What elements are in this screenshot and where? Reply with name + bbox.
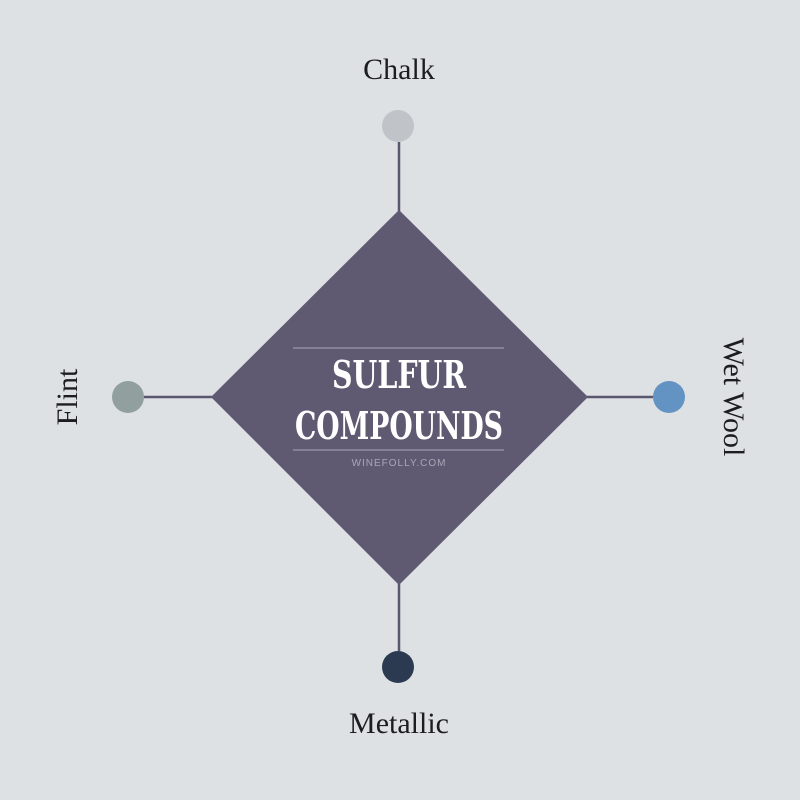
connectors bbox=[144, 142, 653, 651]
node-metallic-dot bbox=[382, 651, 414, 683]
node-flint-dot bbox=[112, 381, 144, 413]
label-wet-wool: Wet Wool bbox=[717, 338, 750, 457]
label-metallic: Metallic bbox=[349, 707, 449, 740]
node-chalk-dot bbox=[382, 110, 414, 142]
node-wet-wool-dot bbox=[653, 381, 685, 413]
label-flint: Flint bbox=[51, 368, 84, 425]
label-chalk: Chalk bbox=[363, 53, 435, 86]
title-line-1: SULFUR bbox=[332, 352, 466, 397]
center-diamond bbox=[211, 210, 588, 585]
title-line-2: COMPOUNDS bbox=[295, 403, 503, 448]
watermark: WINEFOLLY.COM bbox=[352, 458, 447, 469]
